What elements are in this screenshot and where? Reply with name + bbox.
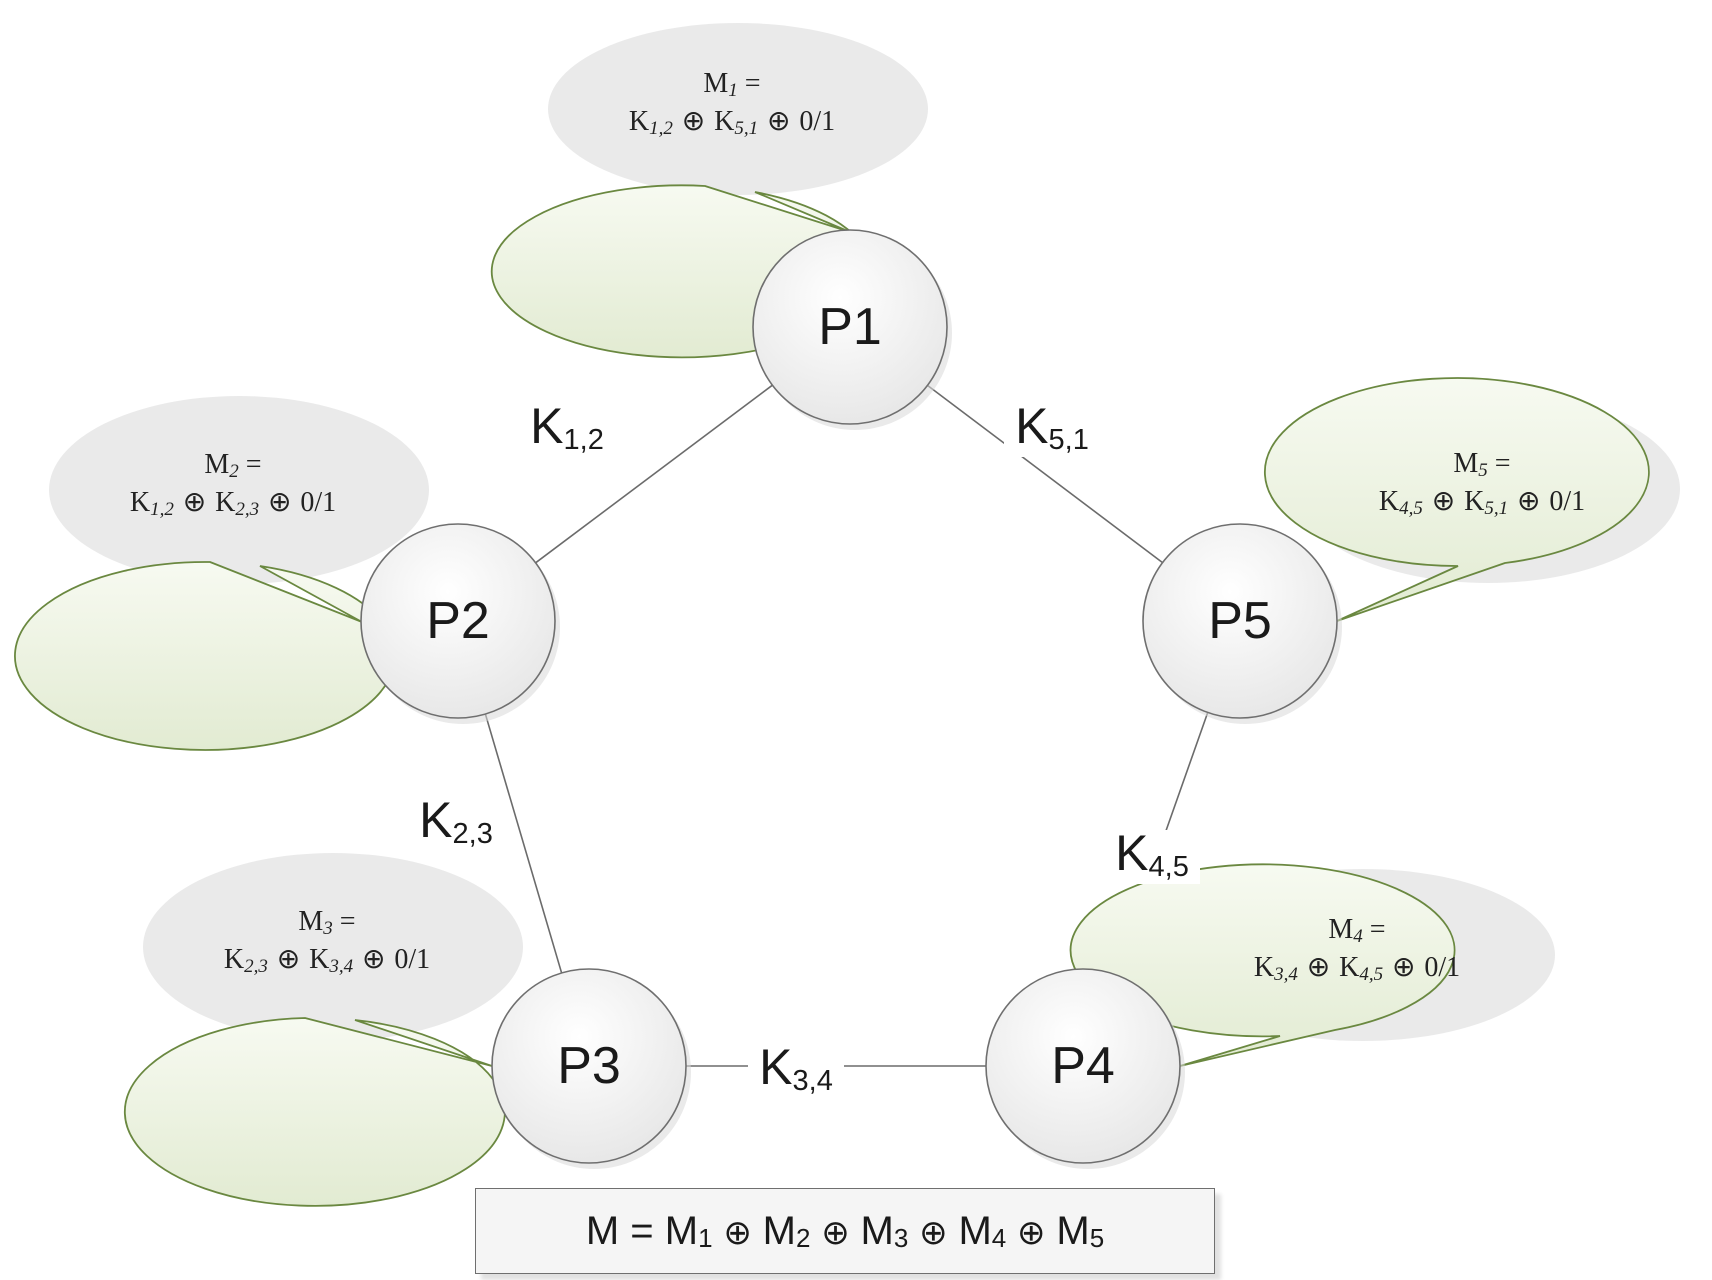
- edge-p2-p3: [484, 713, 563, 974]
- callout-title: M1 =: [703, 68, 760, 101]
- edge-label-background: [408, 797, 504, 851]
- callout-shadow: [49, 396, 429, 584]
- formula-term: M: [1056, 1208, 1090, 1253]
- formula-term: M: [762, 1208, 796, 1253]
- callout-p2: M2 =K1,2 ⊕ K2,3 ⊕ 0/1: [14, 396, 429, 751]
- edge-label-p3-p4: K3,4: [759, 1039, 833, 1097]
- callout-equation: K1,2 ⊕ K2,3 ⊕ 0/1: [130, 485, 336, 520]
- node-circle: [752, 229, 948, 425]
- formula-lhs: M =: [585, 1208, 665, 1253]
- node-circle: [1142, 523, 1338, 719]
- node-p3: P3: [491, 968, 691, 1169]
- formula-term: M: [664, 1208, 699, 1253]
- node-circle: [360, 523, 556, 719]
- formula-term: M: [860, 1208, 894, 1253]
- formula-term: M: [958, 1208, 992, 1253]
- callout-title: M4 =: [1328, 914, 1385, 947]
- formula-operator: ⊕: [1006, 1212, 1057, 1253]
- callout-equation: K1,2 ⊕ K5,1 ⊕ 0/1: [629, 104, 835, 139]
- callout-shadow: [143, 853, 523, 1041]
- formula-term-subscript: 5: [1089, 1222, 1105, 1253]
- edge-label-background: [1004, 403, 1100, 457]
- callout-p1: M1 =K1,2 ⊕ K5,1 ⊕ 0/1: [490, 23, 928, 359]
- formula-operator: ⊕: [810, 1212, 861, 1253]
- node-label: P3: [557, 1037, 621, 1095]
- node-p4: P4: [985, 968, 1185, 1169]
- formula-term-subscript: 4: [991, 1222, 1007, 1253]
- callout-title: M2 =: [204, 449, 261, 482]
- sum-formula-box: M = M1 ⊕ M2 ⊕ M3 ⊕ M4 ⊕ M5: [475, 1188, 1215, 1274]
- node-label: P1: [818, 298, 882, 356]
- formula-term-subscript: 3: [893, 1222, 909, 1253]
- edge-label-p4-p5: K4,5: [1115, 825, 1189, 883]
- callout-p4: M4 =K3,4 ⊕ K4,5 ⊕ 0/1: [1069, 863, 1555, 1067]
- edge-label-background: [1104, 830, 1200, 884]
- callout-p5: M5 =K4,5 ⊕ K5,1 ⊕ 0/1: [1264, 377, 1680, 622]
- formula-term-subscript: 2: [795, 1222, 811, 1253]
- node-circle: [491, 968, 687, 1164]
- callout-title: M3 =: [298, 906, 355, 939]
- edge-label-p5-p1: K5,1: [1015, 398, 1089, 456]
- callout-equation: K3,4 ⊕ K4,5 ⊕ 0/1: [1254, 950, 1460, 985]
- edge-label-p1-p2: K1,2: [530, 398, 604, 456]
- formula-term-subscript: 1: [698, 1222, 713, 1253]
- callout-equation: K2,3 ⊕ K3,4 ⊕ 0/1: [224, 942, 430, 977]
- formula-operator: ⊕: [712, 1212, 763, 1253]
- edge-label-background: [519, 403, 615, 457]
- node-label: P5: [1208, 592, 1272, 650]
- callout-bubble: [123, 1017, 506, 1207]
- formula-operator: ⊕: [908, 1212, 959, 1253]
- callout-bubble: [14, 561, 396, 751]
- node-label: P4: [1051, 1037, 1115, 1095]
- edge-p1-p2: [535, 384, 773, 564]
- callout-bubble: [1264, 377, 1650, 622]
- node-p2: P2: [360, 523, 560, 724]
- callout-p3: M3 =K2,3 ⊕ K3,4 ⊕ 0/1: [123, 853, 523, 1207]
- edge-label-p2-p3: K2,3: [419, 792, 493, 850]
- callout-layer: M1 =K1,2 ⊕ K5,1 ⊕ 0/1M2 =K1,2 ⊕ K2,3 ⊕ 0…: [14, 23, 1680, 1207]
- edge-label-layer: K1,2K2,3K3,4 K4,5 K5,1: [408, 398, 1200, 1098]
- edge-label-background: [748, 1044, 844, 1098]
- node-circle: [985, 968, 1181, 1164]
- node-label: P2: [426, 592, 490, 650]
- node-p1: P1: [752, 229, 952, 430]
- callout-shadow: [548, 23, 928, 195]
- callout-title: M5 =: [1453, 448, 1510, 481]
- edge-p5-p1: [926, 384, 1164, 564]
- sum-formula: M = M1 ⊕ M2 ⊕ M3 ⊕ M4 ⊕ M5: [586, 1209, 1104, 1254]
- node-p5: P5: [1142, 523, 1342, 724]
- callout-equation: K4,5 ⊕ K5,1 ⊕ 0/1: [1379, 484, 1585, 519]
